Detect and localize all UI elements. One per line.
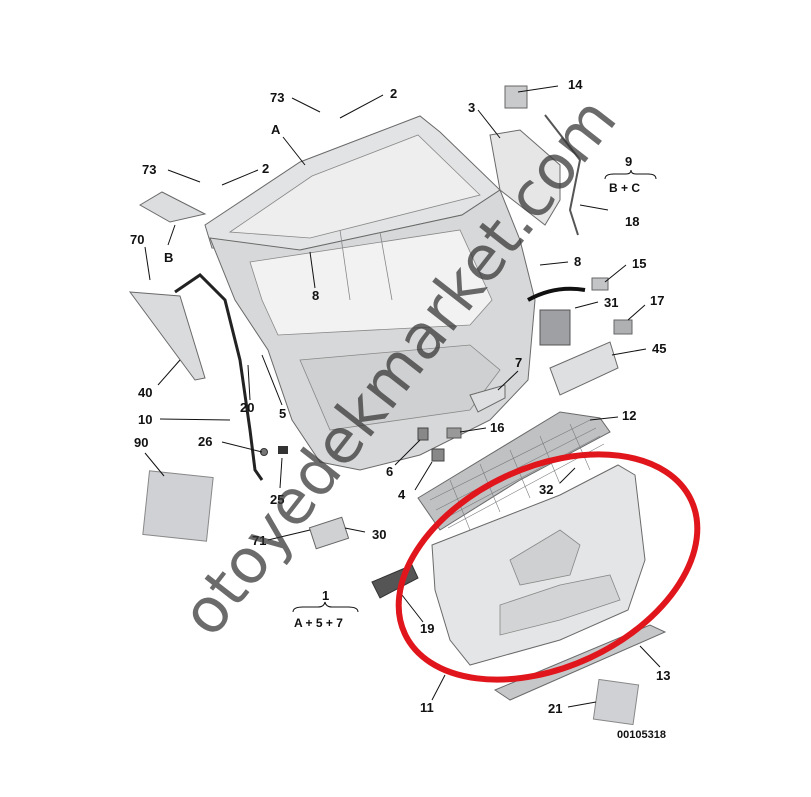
callout-25: 25 <box>270 492 284 507</box>
part-17 <box>613 319 633 335</box>
callout-2-lower: 2 <box>262 161 269 176</box>
callout-16: 16 <box>490 420 504 435</box>
tailgate-trim-panel <box>431 464 646 666</box>
callout-45: 45 <box>652 341 666 356</box>
callout-70: 70 <box>130 232 144 247</box>
callout-10: 10 <box>138 412 152 427</box>
callout-7: 7 <box>515 355 522 370</box>
brace-9 <box>604 169 657 180</box>
callout-a: A <box>271 122 281 137</box>
callout-20: 20 <box>240 400 254 415</box>
part-6 <box>417 427 429 441</box>
diagram-reference-code: 00105318 <box>617 729 666 741</box>
callout-12: 12 <box>622 408 636 423</box>
callout-9-subset: B + C <box>609 181 640 195</box>
side-window-b <box>139 191 207 223</box>
part-25 <box>278 446 288 454</box>
callout-8-right: 8 <box>574 254 581 269</box>
part-15 <box>591 277 609 291</box>
part-16 <box>446 427 462 439</box>
plate-45 <box>549 341 619 396</box>
part-90-box <box>142 470 214 542</box>
callout-3: 3 <box>468 100 475 115</box>
part-4 <box>431 448 445 462</box>
callout-5: 5 <box>279 406 286 421</box>
callout-13: 13 <box>656 668 670 683</box>
tailgate-body <box>209 189 536 471</box>
callout-b: B <box>164 250 173 265</box>
callout-8-left: 8 <box>312 288 319 303</box>
callout-71: 71 <box>252 533 266 548</box>
callout-40: 40 <box>138 385 152 400</box>
callout-19: 19 <box>420 621 434 636</box>
callout-17: 17 <box>650 293 664 308</box>
callout-1-subset: A + 5 + 7 <box>294 616 343 630</box>
callout-90: 90 <box>134 435 148 450</box>
callout-21: 21 <box>548 701 562 716</box>
tailgate-seal <box>174 273 264 481</box>
callout-1: 1 <box>322 588 329 603</box>
callout-31: 31 <box>604 295 618 310</box>
highlight-ellipse <box>395 451 701 683</box>
lock-mechanism <box>527 286 586 346</box>
callout-26: 26 <box>198 434 212 449</box>
callout-14: 14 <box>568 77 583 92</box>
callout-9: 9 <box>625 154 632 169</box>
callout-18: 18 <box>625 214 639 229</box>
callout-30: 30 <box>372 527 386 542</box>
part-21-box <box>592 678 640 726</box>
strip-19 <box>371 564 419 599</box>
wiper-assembly <box>489 114 582 236</box>
callout-73-lower: 73 <box>142 162 156 177</box>
leader-lines <box>144 85 661 708</box>
callout-73-upper: 73 <box>270 90 284 105</box>
side-panel-40 <box>128 291 206 381</box>
callout-labels: 73 2 14 3 A 73 2 9 B + C 18 70 B 8 8 15 … <box>130 77 670 716</box>
part-14 <box>504 85 528 109</box>
callout-6: 6 <box>386 464 393 479</box>
callout-11: 11 <box>420 700 434 715</box>
callout-15: 15 <box>632 256 646 271</box>
callout-32: 32 <box>539 482 553 497</box>
callout-4: 4 <box>398 487 406 502</box>
callout-2-upper: 2 <box>390 86 397 101</box>
brace-1 <box>292 601 359 613</box>
handle-7 <box>469 384 506 413</box>
